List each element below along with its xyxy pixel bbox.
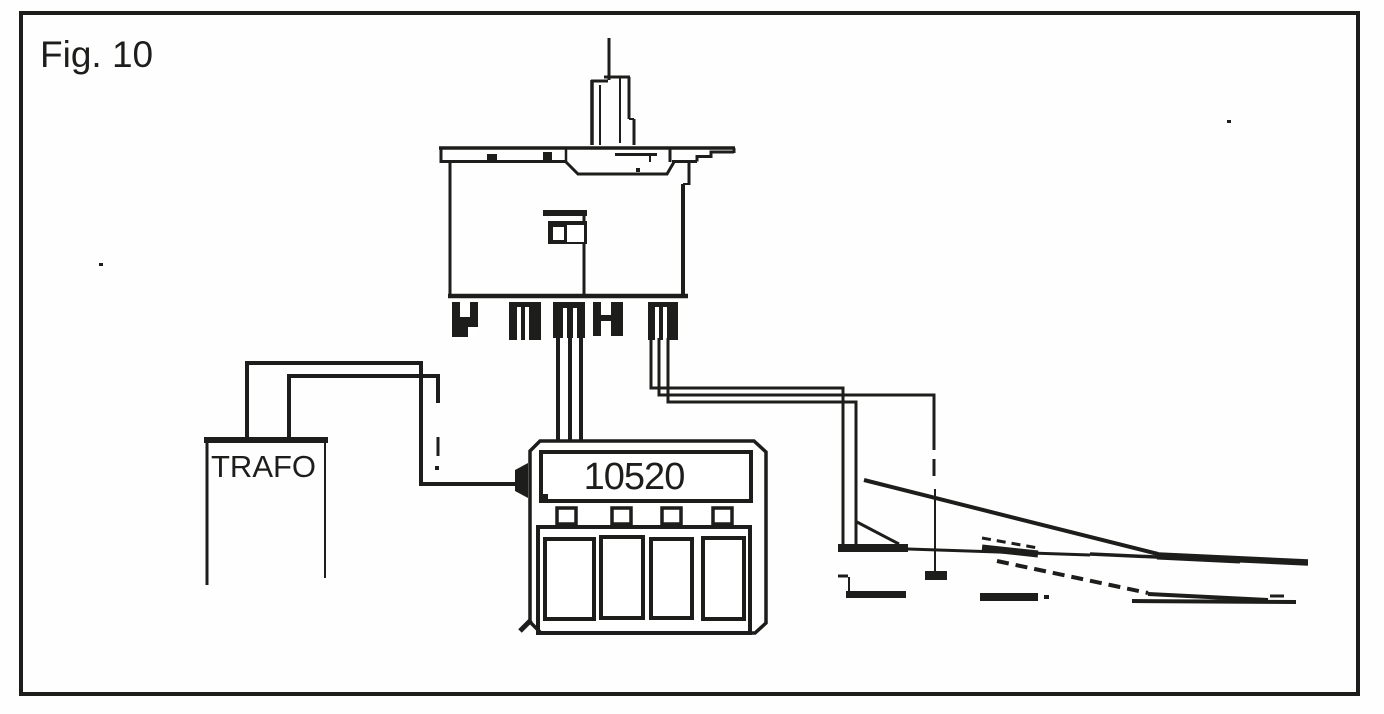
figure-border [19,11,1360,696]
rear-track [838,478,1309,566]
rail [863,478,1159,556]
wire [245,361,517,486]
rail-thick [980,593,1038,601]
power-connector [515,463,528,498]
trafo-label: TRAFO [211,449,316,484]
rail-end [838,544,908,552]
rail-dash [981,536,1039,550]
led-indicator-2 [610,506,633,526]
button-panel [536,525,752,635]
terminal-block-3 [553,302,585,338]
model-number-label: 10520 [584,456,685,498]
rail-end [846,591,906,598]
motor-housing [448,163,691,299]
wires-drive-to-track [649,338,936,575]
rail [854,519,900,546]
turntable-drive-unit [439,38,736,340]
led-indicator-4 [711,506,734,526]
control-unit: 10520 [515,439,768,635]
terminal-block-1 [452,302,478,337]
control-button-2 [599,535,645,620]
led-indicator-1 [555,506,578,526]
rail-dash [996,559,1149,595]
indicator-leds [555,506,734,526]
led-indicator-3 [660,506,683,526]
terminal-block-2 [509,302,541,340]
wire-dot [435,466,439,470]
wire [287,374,440,439]
terminal-block-4 [593,302,623,336]
mounting-plate [439,146,736,176]
internal-connector-detail [543,210,587,244]
control-button-4 [701,536,746,621]
drive-shaft [590,38,636,145]
front-track [838,559,1297,604]
control-button-3 [649,537,694,620]
track-section [838,478,1309,604]
wire [657,338,936,450]
rail-thick [1156,552,1241,564]
wire [649,338,845,546]
rail [1147,592,1269,602]
scan-specks [99,120,1231,266]
wires-drive-to-controller [556,336,583,443]
wire [666,338,858,546]
control-button-1 [543,537,596,621]
wires-trafo-to-controller [245,361,517,486]
terminal-block-5 [648,302,678,340]
trafo-box: TRAFO [204,361,517,585]
figure-caption: Fig. 10 [40,34,153,75]
rail [1131,599,1297,604]
control-buttons [543,535,746,621]
rail-thick [981,544,1039,558]
display-panel [539,450,753,503]
